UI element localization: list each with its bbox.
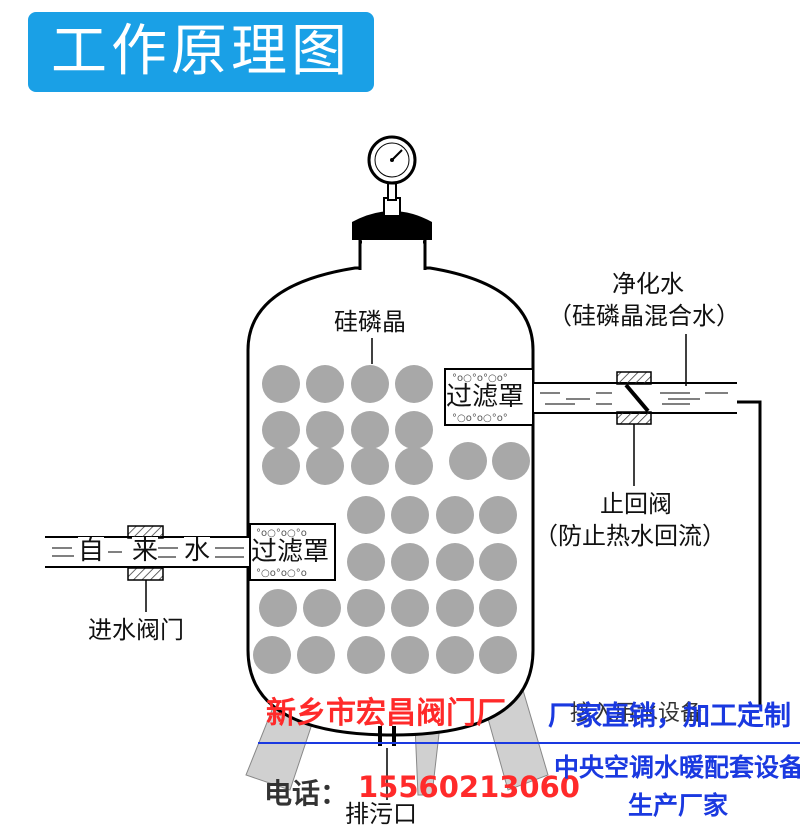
pressure-gauge-icon [367, 135, 417, 185]
drain-outlet [378, 726, 396, 800]
equipment-pipe [737, 400, 762, 707]
watermark-phone-label: 电话： [264, 777, 349, 810]
svg-text:°○o°o○°o°: °○o°o○°o° [452, 413, 508, 424]
inlet-valve-icon [127, 525, 164, 581]
watermark-line4: 生产厂家 [628, 791, 729, 820]
svg-text:°o○°o°○o°: °o○°o°○o° [452, 373, 508, 384]
filter-label-left: 过滤罩 [251, 537, 330, 567]
svg-text:°○o°o○°o: °○o°o○°o [256, 568, 307, 579]
connect-device-label: 接入用水设备 [570, 701, 703, 726]
inlet-char-1: 自 [78, 536, 105, 566]
check-valve-label: 止回阀 [600, 490, 672, 518]
filter-label-right: 过滤罩 [446, 382, 525, 412]
media-label: 硅磷晶 [334, 308, 406, 336]
inlet-valve-label: 进水阀门 [88, 616, 184, 644]
diagram-title: 工作原理图 [51, 19, 351, 84]
inlet-char-2: 来 [132, 536, 159, 566]
watermark-phone: 15560213060 [358, 770, 580, 804]
outlet-label: 净化水 [612, 270, 684, 298]
watermark-slogan: 厂家直销，加工定制 [548, 701, 791, 732]
check-valve-icon [616, 371, 652, 425]
watermark-line3: 中央空调水暖配套设备 [554, 753, 800, 782]
check-valve-label-sub: （防止热水回流） [534, 522, 726, 550]
drain-label: 排污口 [345, 800, 417, 828]
svg-text:°o○°o○°o: °o○°o○°o [256, 528, 307, 539]
media-balls [253, 365, 530, 674]
title-badge: 工作原理图 [28, 12, 374, 92]
tank-cap [352, 179, 432, 240]
outlet-label-sub: （硅磷晶混合水） [548, 302, 740, 330]
watermark-company: 新乡市宏昌阀门厂 [266, 696, 506, 731]
inlet-char-3: 水 [184, 536, 211, 566]
